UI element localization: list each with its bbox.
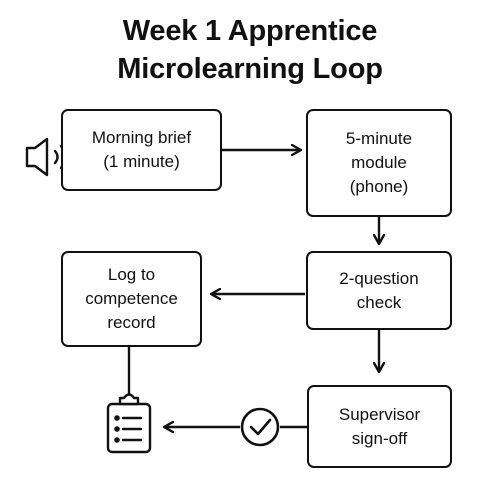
node-supervisor-sign-off: Supervisor sign-off — [307, 385, 452, 468]
node-morning-brief: Morning brief (1 minute) — [61, 109, 222, 191]
node-log-line-3: record — [107, 313, 156, 332]
title-line-1: Week 1 Apprentice — [122, 15, 378, 47]
node-log-line-1: Log to — [107, 265, 156, 284]
node-2-question-check: 2-question check — [306, 251, 452, 330]
clipboard-icon — [106, 393, 152, 454]
node-check-line-1: 2-question — [339, 268, 419, 288]
node-module-line-3: (phone) — [349, 177, 409, 196]
speaker-icon — [25, 137, 67, 177]
node-module-line-1: 5-minute — [345, 129, 413, 148]
node-morning-brief-line-1: Morning brief — [91, 128, 192, 147]
node-morning-brief-line-2: (1 minute) — [103, 152, 180, 171]
node-check-line-2: check — [356, 292, 402, 312]
node-5-minute-module: 5-minute module (phone) — [306, 109, 452, 217]
node-log-line-2: competence — [85, 289, 178, 308]
checkmark-circle-icon — [240, 407, 280, 447]
node-signoff-line-1: Supervisor — [338, 404, 421, 424]
node-log-competence-record: Log to competence record — [61, 251, 202, 347]
node-module-line-2: module — [351, 153, 407, 172]
node-signoff-line-2: sign-off — [351, 428, 408, 448]
diagram-title: Week 1 Apprentice Microlearning Loop — [0, 12, 500, 88]
title-line-2: Microlearning Loop — [117, 53, 383, 85]
